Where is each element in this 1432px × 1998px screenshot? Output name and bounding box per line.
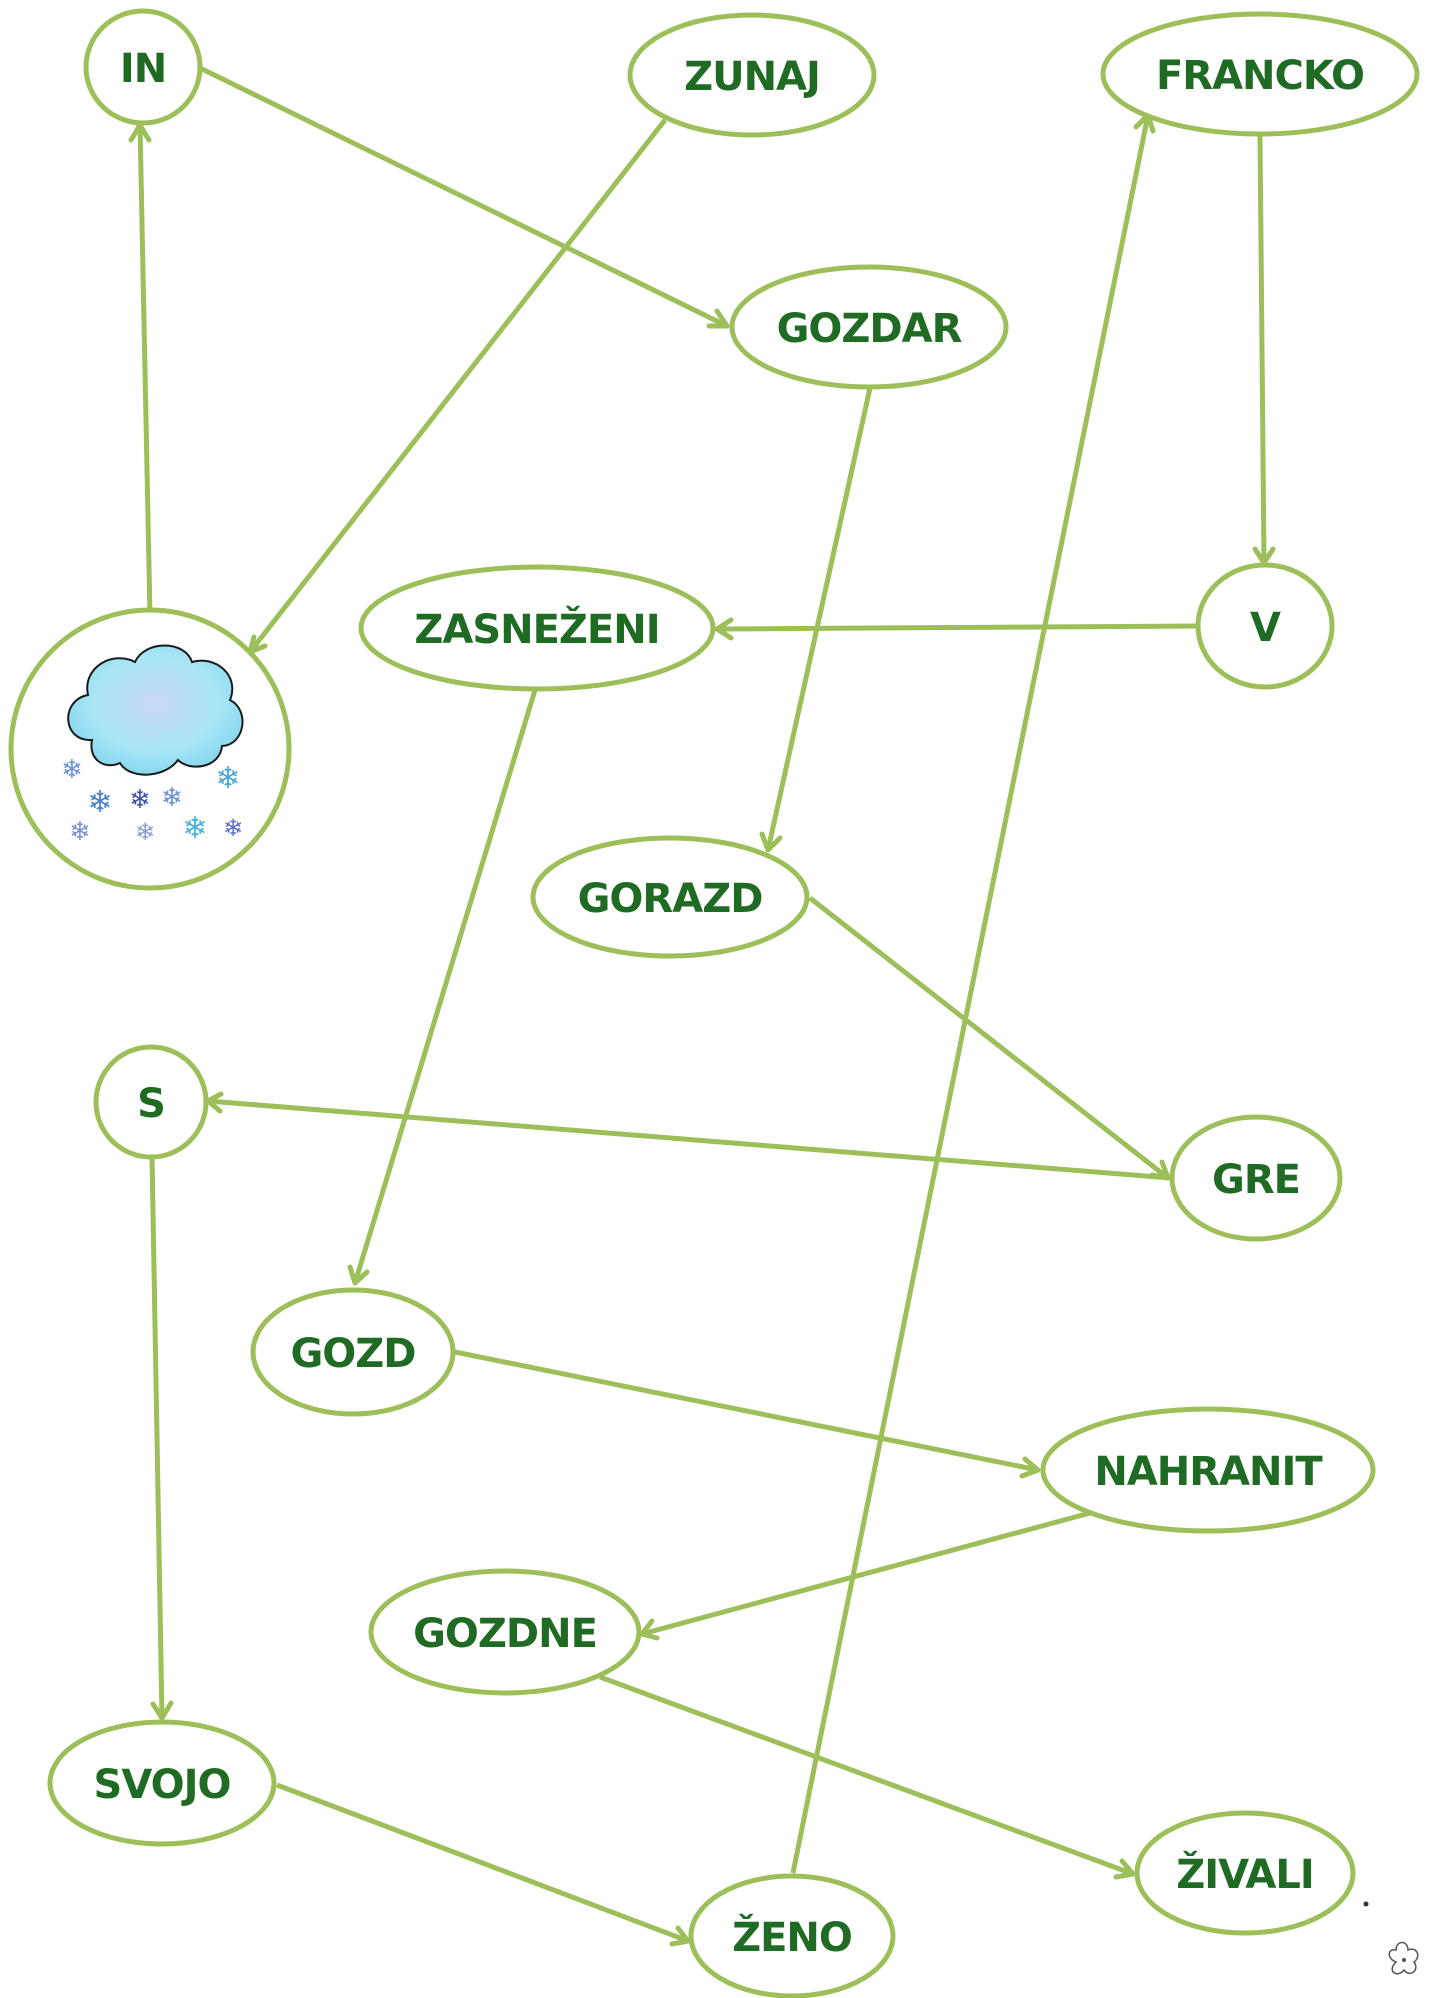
snowflake-icon: ❄ (182, 811, 207, 846)
snowflake-icon: ❄ (69, 817, 91, 847)
node-in-label: IN (120, 46, 166, 92)
edge-gre-to-s (207, 1098, 1171, 1181)
node-zivali: ŽIVALI (1134, 1810, 1356, 1936)
edge-zasnezeni-to-gozd (352, 689, 538, 1284)
node-snow-cloud: ❄ ❄ ❄ ❄ ❄ ❄ ❄ ❄ ❄ (8, 607, 292, 891)
arrowhead-svojo (150, 1700, 174, 1721)
snowflake-icon: ❄ (161, 783, 183, 813)
decorative-dot (1363, 1901, 1369, 1907)
node-nahranit: NAHRANIT (1040, 1406, 1376, 1534)
node-in: IN (83, 8, 203, 126)
arrowhead-gozdar (706, 308, 730, 329)
arrowhead-nahranit (1019, 1456, 1041, 1479)
arrowhead-gozd (347, 1264, 370, 1286)
arrowhead-gorazd (759, 831, 783, 853)
node-gre: GRE (1169, 1114, 1343, 1242)
edge-nahranit-to-gozdne (641, 1510, 1091, 1637)
node-gozd: GOZD (250, 1287, 456, 1417)
node-v: V (1195, 562, 1335, 690)
edge-in-to-gozdar (198, 65, 729, 329)
node-zeno-label: ŽENO (732, 1913, 852, 1961)
node-gorazd-label: GORAZD (578, 876, 763, 922)
node-v-label: V (1250, 605, 1281, 651)
snowflake-icon: ❄ (223, 814, 243, 842)
arrowheads (128, 112, 1276, 1947)
arrowhead-zasnezeni (714, 617, 734, 641)
edge-v-to-zasnezeni (716, 623, 1198, 632)
node-zasnezeni-label: ZASNEŽENI (414, 605, 659, 653)
arrowhead-gre (1149, 1159, 1171, 1181)
flower-logo-icon (1388, 1941, 1419, 1975)
edge-cloud-to-in (137, 124, 153, 617)
edge-francko-to-v (1257, 135, 1267, 564)
edges (137, 65, 1267, 1944)
node-francko: FRANCKO (1100, 11, 1420, 137)
node-svojo: SVOJO (47, 1719, 277, 1847)
edge-zeno-to-francko (790, 114, 1151, 1874)
node-gre-label: GRE (1212, 1157, 1300, 1203)
arrowhead-gozdne (639, 1618, 660, 1641)
node-gorazd: GORAZD (530, 835, 810, 959)
node-gozdar-label: GOZDAR (777, 306, 962, 352)
node-s-label: S (137, 1081, 165, 1127)
node-francko-label: FRANCKO (1156, 53, 1364, 99)
snowflake-icon: ❄ (215, 761, 240, 796)
snowflakes: ❄ ❄ ❄ ❄ ❄ ❄ ❄ ❄ ❄ (61, 755, 243, 847)
node-zunaj: ZUNAJ (627, 12, 877, 138)
edge-s-to-svojo (149, 1155, 165, 1719)
node-gozdar: GOZDAR (729, 264, 1009, 390)
snow-cloud-icon (67, 644, 244, 776)
arrowhead-zivali (1113, 1858, 1136, 1880)
snowflake-icon: ❄ (87, 785, 112, 820)
edge-gozd-to-nahranit (454, 1349, 1039, 1473)
node-zeno: ŽENO (688, 1873, 896, 1998)
arrowhead-zeno (669, 1925, 691, 1947)
edge-gorazd-to-gre (808, 896, 1170, 1180)
node-s: S (93, 1044, 209, 1160)
snowflake-icon: ❄ (129, 785, 151, 815)
edge-gozdne-to-zivali (599, 1674, 1134, 1877)
edge-svojo-to-zeno (276, 1782, 689, 1944)
snowflake-icon: ❄ (61, 755, 83, 785)
node-zunaj-label: ZUNAJ (684, 54, 820, 100)
node-svojo-label: SVOJO (94, 1762, 231, 1808)
node-zasnezeni: ZASNEŽENI (358, 564, 716, 692)
edge-gozdar-to-gorazd (765, 387, 873, 851)
snowflake-icon: ❄ (135, 818, 155, 846)
node-gozdne: GOZDNE (368, 1568, 642, 1696)
edge-zunaj-to-cloud (248, 118, 667, 654)
node-gozdne-label: GOZDNE (413, 1611, 597, 1657)
node-gozd-label: GOZD (290, 1331, 415, 1377)
node-zivali-label: ŽIVALI (1176, 1850, 1313, 1898)
node-nahranit-label: NAHRANIT (1094, 1449, 1323, 1495)
